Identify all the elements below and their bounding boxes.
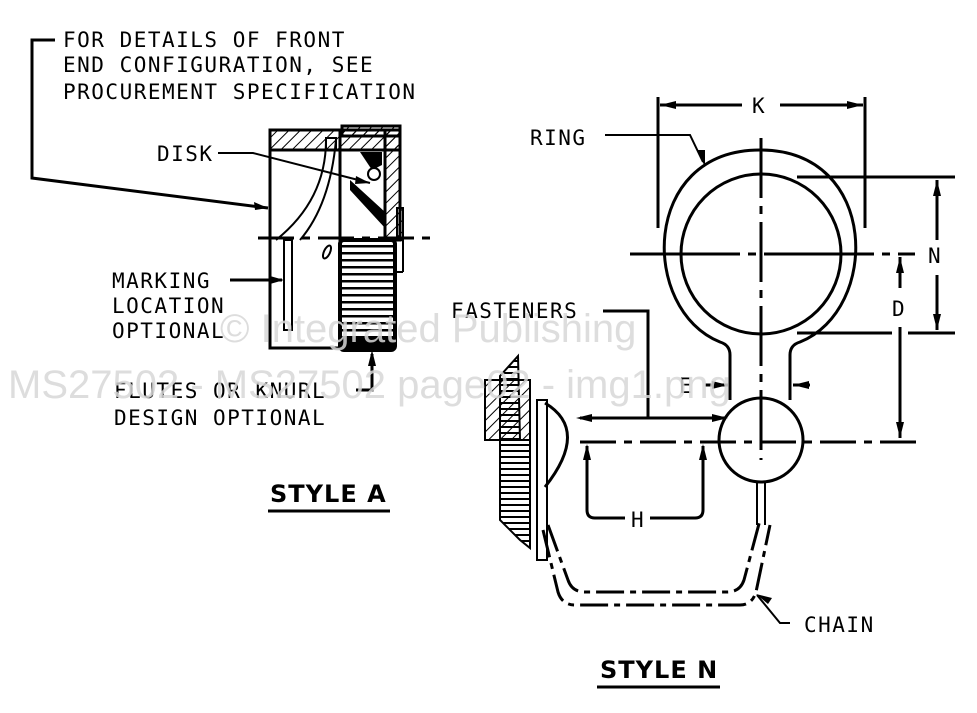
receptacle-hatched-top: [484, 379, 531, 441]
d-dimension-label: D: [892, 297, 906, 321]
marking-line-1: MARKING: [112, 269, 211, 293]
seal-top-black: [360, 152, 382, 170]
disk-arrowhead: [355, 176, 370, 184]
style-n-labels: RING K N D FASTENERS E H CHAIN STYLE N: [451, 94, 942, 689]
chain-arrowhead: [756, 594, 772, 604]
fasteners-arrow-right: [712, 414, 728, 422]
k-dimension-label: K: [752, 94, 766, 118]
h-dimension-line-right: [650, 446, 705, 520]
disk-curve-inner: [299, 139, 337, 241]
cap-flange: [536, 399, 548, 561]
chain-label: CHAIN: [804, 613, 875, 637]
watermark-line-1: © Integrated Publishing: [220, 307, 636, 351]
coupling-top: [340, 124, 402, 138]
fastener-ring: [717, 396, 805, 484]
style-a-title: STYLE A: [270, 480, 387, 508]
e-arrow-left: [712, 381, 728, 389]
note-line-3: PROCUREMENT SPECIFICATION: [63, 80, 417, 104]
watermark-line-2: MS27502 - MS27502 page02 - img1.png: [8, 363, 731, 407]
style-a-labels: FOR DETAILS OF FRONT END CONFIGURATION, …: [63, 28, 417, 513]
style-n-title: STYLE N: [600, 656, 718, 684]
note-line-2: END CONFIGURATION, SEE: [63, 53, 374, 77]
h-dimension-line-left: [585, 446, 625, 520]
chain-inner: [546, 519, 762, 594]
h-arrow-left: [583, 444, 591, 460]
ring-arrowhead: [697, 150, 705, 167]
d-arrow-bottom: [896, 422, 904, 438]
fasteners-arrow-left: [576, 414, 592, 422]
k-arrow-right: [847, 101, 863, 109]
seal-black: [350, 180, 385, 228]
e-dimension-label: E: [679, 374, 693, 398]
n-arrow-bottom: [933, 314, 941, 330]
n-arrow-top: [933, 180, 941, 196]
e-arrow-right: [793, 381, 809, 389]
d-arrow-top: [896, 257, 904, 273]
h-arrow-right: [699, 444, 707, 460]
ring-label: RING: [530, 126, 587, 150]
h-dimension-label: H: [631, 508, 645, 532]
flutes-arrowhead: [368, 350, 376, 366]
disk-label: DISK: [157, 142, 214, 166]
cap-dome: [543, 401, 569, 488]
fasteners-leader-line: [603, 309, 650, 418]
disk-leader-line: [218, 152, 371, 184]
pin-mark: [321, 244, 333, 260]
marking-line-3: OPTIONAL: [112, 319, 225, 343]
note-arrowhead: [254, 202, 268, 210]
disk-top: [325, 137, 337, 151]
flutes-line-2: DESIGN OPTIONAL: [114, 406, 326, 430]
coupling-step: [396, 207, 404, 241]
style-n-drawing: [484, 97, 955, 624]
n-dimension-label: N: [928, 244, 942, 268]
knurl-base: [340, 336, 395, 350]
marking-line-2: LOCATION: [112, 294, 225, 318]
marking-slot: [283, 239, 293, 331]
watermark: © Integrated Publishing MS27502 - MS2750…: [8, 307, 731, 407]
marking-arrowhead: [270, 276, 284, 284]
note-leader-line: [30, 38, 269, 210]
disk-curve-outer: [275, 139, 327, 241]
fasteners-label: FASTENERS: [451, 299, 578, 323]
flutes-line-1: FLUTES OR KNURL: [114, 379, 326, 403]
seal-ring: [367, 167, 381, 181]
chain-leader-line: [756, 594, 790, 624]
style-a-drawing: [30, 38, 430, 392]
k-arrow-left: [660, 101, 676, 109]
ring-leader-line: [605, 134, 704, 163]
chain-outer: [541, 524, 772, 607]
note-line-1: FOR DETAILS OF FRONT: [63, 28, 346, 52]
